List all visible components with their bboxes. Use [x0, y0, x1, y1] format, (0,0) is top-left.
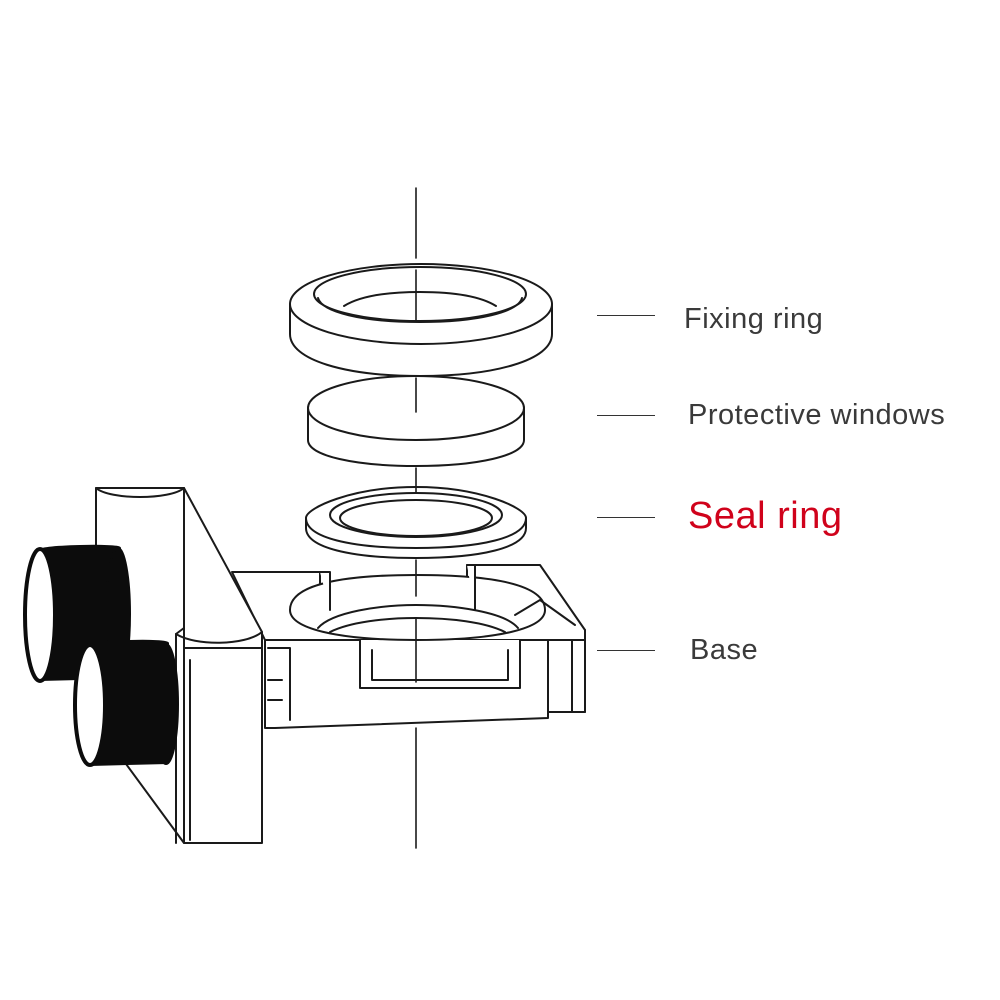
fixing-ring-part	[289, 263, 553, 377]
knob-lower	[73, 639, 179, 767]
label-fixing-ring: Fixing ring	[684, 303, 824, 335]
label-base: Base	[690, 634, 759, 666]
base-cradle	[231, 564, 586, 729]
protective-window-part	[307, 375, 525, 467]
label-protective-windows: Protective windows	[688, 399, 946, 431]
seal-ring-part	[305, 486, 527, 559]
leader-line-protective-windows	[597, 415, 655, 416]
base-part	[23, 487, 586, 844]
leader-line-seal-ring	[597, 517, 655, 518]
label-seal-ring: Seal ring	[688, 495, 843, 537]
leader-line-fixing-ring	[597, 315, 655, 316]
leader-line-base	[597, 650, 655, 651]
